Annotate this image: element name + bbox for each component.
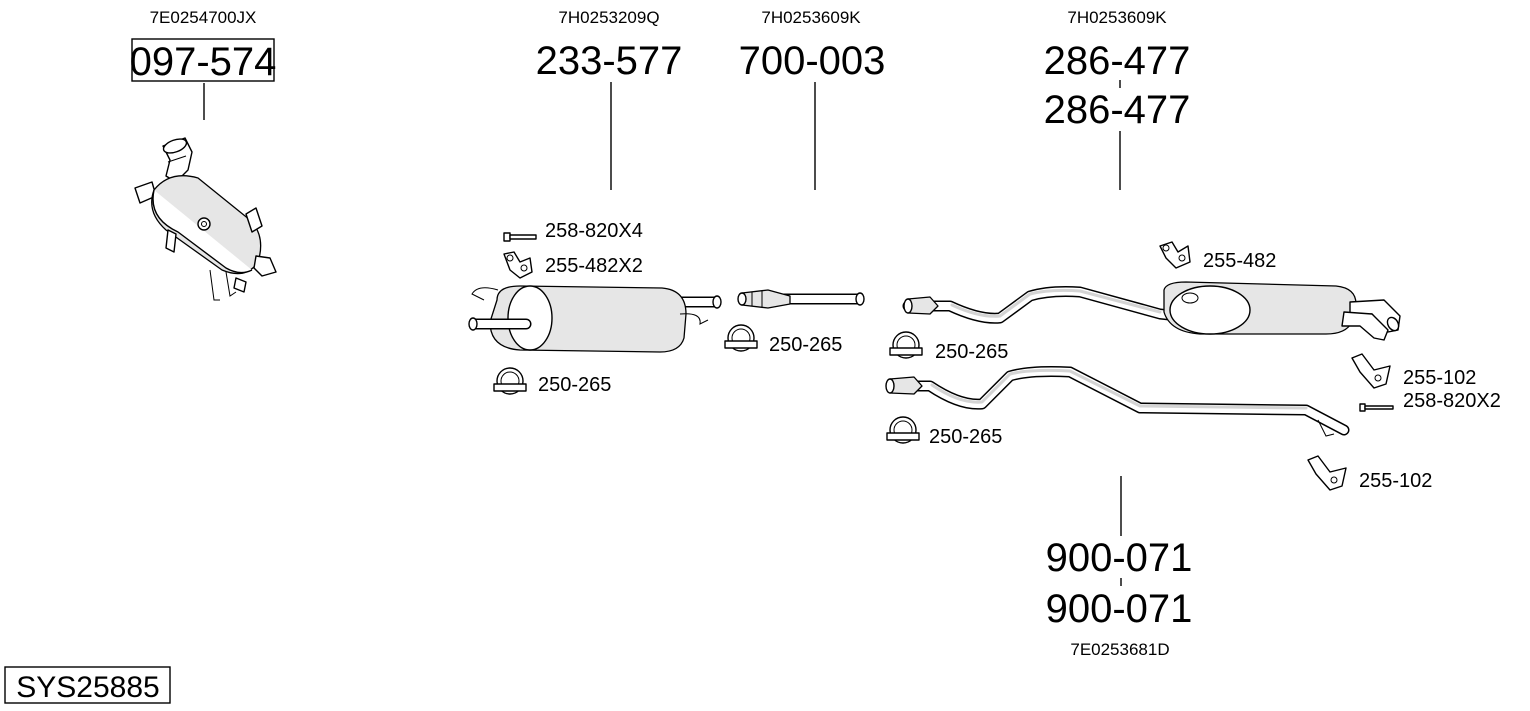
front-silencer-mount-label[interactable]: 255-482X2 [545, 255, 643, 277]
rear-silencer-mount-label[interactable]: 255-482 [1203, 250, 1276, 272]
bolt-icon[interactable] [503, 232, 537, 242]
catalytic-converter-drawing[interactable] [134, 136, 277, 301]
front-silencer-oem: 7H0253209Q [558, 8, 659, 27]
rear-pipe-bracket-top-label[interactable]: 255-102 [1403, 367, 1476, 389]
connecting-pipe-oem: 7H0253609K [761, 8, 861, 27]
connecting-pipe-group: 7H0253609K 700-003 250-265 [724, 8, 886, 356]
catalytic-converter-group: 7E0254700JX 097-574 [130, 8, 277, 301]
front-silencer-drawing[interactable] [468, 285, 722, 353]
front-silencer-clamp-label[interactable]: 250-265 [538, 374, 611, 396]
system-code-box [4, 666, 171, 704]
clamp-icon[interactable] [886, 416, 920, 444]
front-silencer-part-number[interactable]: 233-577 [536, 39, 683, 83]
catalytic-converter-part-box [131, 38, 275, 82]
rear-silencer-part-number-a[interactable]: 286-477 [1044, 39, 1191, 83]
rear-silencer-drawing[interactable] [902, 281, 1401, 341]
rear-pipe-part-number-b[interactable]: 900-071 [1046, 587, 1193, 631]
rubber-mount-icon[interactable] [1159, 241, 1191, 269]
clamp-icon[interactable] [889, 331, 923, 359]
rear-pipe-oem: 7E0253681D [1070, 640, 1169, 659]
rear-silencer-part-number-b[interactable]: 286-477 [1044, 88, 1191, 132]
bracket-icon[interactable] [1307, 455, 1347, 491]
rear-silencer-group: 7H0253609K 286-477 286-477 255-482 [889, 8, 1401, 363]
connecting-pipe-drawing[interactable] [737, 289, 865, 309]
rear-pipe-drawing[interactable] [885, 366, 1350, 437]
clamp-icon[interactable] [493, 367, 527, 395]
catalytic-converter-part-number[interactable]: 097-574 [130, 40, 277, 84]
rear-pipe-bolt-label[interactable]: 258-820X2 [1403, 390, 1501, 412]
rear-silencer-clamp-label[interactable]: 250-265 [935, 341, 1008, 363]
connecting-pipe-part-number[interactable]: 700-003 [739, 39, 886, 83]
rubber-mount-icon[interactable] [503, 251, 533, 279]
rear-pipe-part-number-a[interactable]: 900-071 [1046, 536, 1193, 580]
rear-pipe-bracket-bottom-label[interactable]: 255-102 [1359, 470, 1432, 492]
rear-silencer-oem: 7H0253609K [1067, 8, 1167, 27]
front-silencer-bolt-label[interactable]: 258-820X4 [545, 220, 643, 242]
bracket-icon[interactable] [1351, 353, 1391, 389]
front-silencer-group: 7H0253209Q 233-577 258-820X4 255-482X2 [468, 8, 722, 396]
rear-pipe-group: 250-265 255-102 258-820X2 255-102 900-07… [885, 353, 1501, 659]
bolt-icon[interactable] [1359, 403, 1394, 412]
system-code-group: SYS25885 [4, 666, 171, 704]
system-code: SYS25885 [16, 671, 159, 704]
rear-pipe-clamp-label[interactable]: 250-265 [929, 426, 1002, 448]
clamp-icon[interactable] [724, 324, 758, 352]
connecting-pipe-clamp-label[interactable]: 250-265 [769, 334, 842, 356]
catalytic-converter-oem: 7E0254700JX [150, 8, 257, 27]
